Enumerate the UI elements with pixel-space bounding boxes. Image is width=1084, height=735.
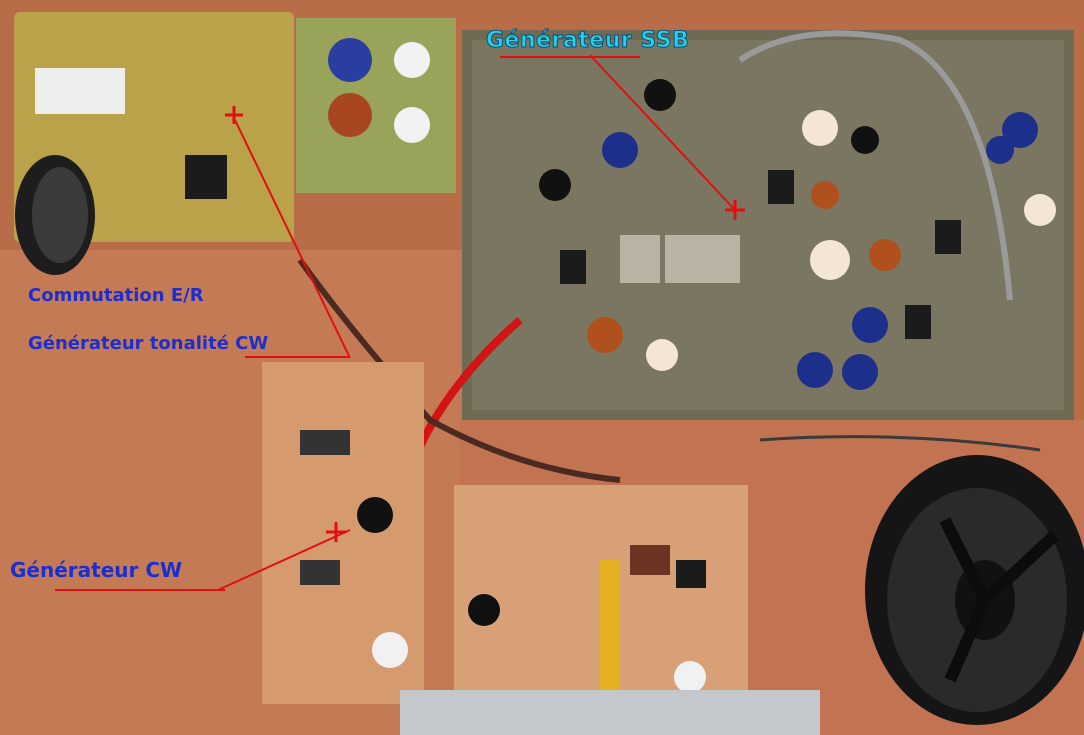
label-cw-generator: Générateur CW	[10, 558, 183, 582]
coil-board	[296, 18, 456, 193]
label-tone-generator: Générateur tonalité CW	[28, 333, 269, 354]
bottom-board	[454, 485, 748, 700]
label-switching: Commutation E/R	[28, 285, 204, 306]
label-ssb-generator: Générateur SSB	[485, 28, 690, 53]
cw-board	[262, 362, 424, 704]
annotation-pointers	[55, 54, 745, 591]
switching-board	[14, 12, 294, 275]
ssb-board	[462, 30, 1074, 420]
speaker	[865, 455, 1084, 725]
